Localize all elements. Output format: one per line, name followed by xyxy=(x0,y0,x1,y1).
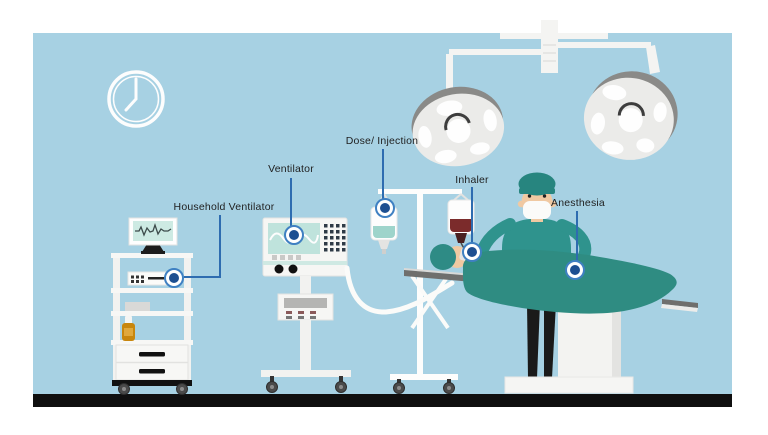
table-head-support xyxy=(410,274,450,330)
hotspot-dot xyxy=(380,203,390,213)
label-household-ventilator: Household Ventilator xyxy=(173,201,275,213)
label-anesthesia: Anesthesia xyxy=(551,197,605,209)
lead-line-household-ventilator xyxy=(184,276,221,278)
cart-monitor xyxy=(128,217,178,254)
hotspot-dot xyxy=(570,265,580,275)
table-rail-left xyxy=(404,268,473,282)
ventilator-stand-base xyxy=(261,370,351,377)
lead-line-dose-injection xyxy=(382,149,384,200)
table-base xyxy=(504,376,634,394)
cart-drawers xyxy=(115,344,189,381)
hotspot-ventilator[interactable] xyxy=(284,225,304,245)
household-ventilator-device xyxy=(127,271,170,286)
lead-line-anesthesia xyxy=(576,211,578,263)
clock-icon xyxy=(107,70,165,128)
hotspot-dot xyxy=(289,230,299,240)
hotspot-anesthesia[interactable] xyxy=(565,260,585,280)
table-rail-right xyxy=(661,299,698,312)
blood-bag xyxy=(447,193,475,253)
hotspot-dot xyxy=(467,247,477,257)
surgical-light-left xyxy=(411,86,505,167)
label-dose-injection: Dose/ Injection xyxy=(345,135,419,147)
ecg-waveform xyxy=(135,222,172,237)
ventilator-stand-wheels xyxy=(266,376,347,393)
ventilator-button-grid xyxy=(324,224,346,252)
label-ventilator: Ventilator xyxy=(268,163,314,175)
patient-blanket xyxy=(462,249,677,314)
iv-stand-wheels xyxy=(393,379,455,394)
ventilator-knob xyxy=(274,264,284,274)
hotspot-inhaler[interactable] xyxy=(462,242,482,262)
surgeon-mask xyxy=(523,201,551,219)
patient-cap xyxy=(430,244,456,270)
table-pedestal xyxy=(558,306,621,378)
ceiling-mount xyxy=(446,20,660,94)
label-inhaler: Inhaler xyxy=(455,174,489,186)
hotspot-dose-injection[interactable] xyxy=(375,198,395,218)
supply-box xyxy=(125,302,150,311)
surgical-light-right xyxy=(583,71,678,160)
cart-base xyxy=(112,380,192,386)
lead-line-inhaler xyxy=(471,187,473,244)
surgeon-leg xyxy=(527,303,540,378)
room-floor xyxy=(33,394,732,407)
hotspot-household-ventilator[interactable] xyxy=(164,268,184,288)
medicine-bottle xyxy=(122,316,135,341)
equipment-cart xyxy=(111,217,193,395)
ventilator-small-buttons xyxy=(272,255,301,260)
lead-line-ventilator xyxy=(290,178,292,228)
breathing-tube xyxy=(344,265,455,315)
hotspot-dot xyxy=(169,273,179,283)
ventilator-knob xyxy=(288,264,298,274)
surgeon-leg xyxy=(544,303,556,378)
cart-wheels xyxy=(118,383,188,395)
ventilator-control-box xyxy=(277,293,334,321)
lead-line-household-ventilator xyxy=(219,215,221,277)
